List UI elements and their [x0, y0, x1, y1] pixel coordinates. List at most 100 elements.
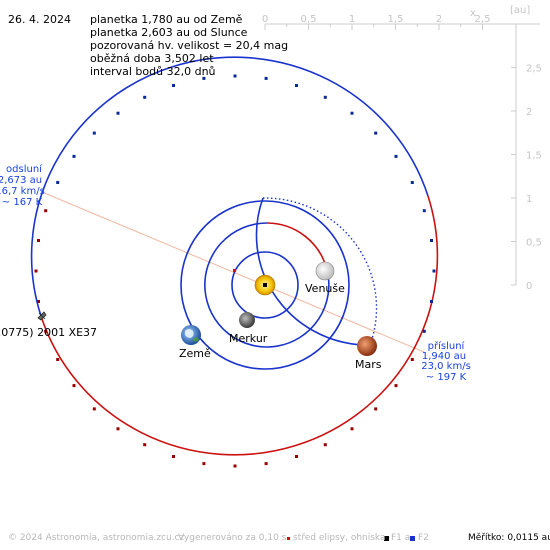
orbit-point [34, 269, 38, 273]
venus-label: Venuše [305, 282, 345, 295]
info-line: planetka 1,780 au od Země [90, 13, 243, 26]
y-tick-label: 2,5 [526, 64, 542, 75]
orbit-point [92, 407, 96, 411]
orbit-point [394, 154, 398, 158]
orbit-point [233, 74, 237, 78]
orbit-point [374, 131, 378, 135]
x-tick-label: 1,5 [388, 14, 404, 25]
legend-f2-marker [410, 536, 415, 541]
asteroid-orbit-above [30, 56, 429, 317]
orbit-point [323, 443, 327, 447]
orbit-point [323, 95, 327, 99]
x-tick-label: 0,5 [301, 14, 317, 25]
perihelion-distance: 1,940 au [422, 351, 466, 362]
x-tick-label: 2 [436, 14, 442, 25]
orbit-point [143, 443, 147, 447]
venus-orbit-below [266, 222, 328, 271]
mars-label: Mars [355, 358, 382, 371]
orbit-point [264, 76, 268, 80]
orbit-point [422, 329, 426, 333]
venus-orbit-above [204, 222, 330, 348]
legend-center-label: střed elipsy, ohniska [293, 533, 386, 543]
orbit-point [350, 427, 354, 431]
sun [254, 274, 276, 296]
orbit-point [37, 300, 40, 303]
orbit-point [72, 154, 76, 158]
x-tick-label: 0 [262, 14, 268, 25]
legend-f2-label: F2 [418, 533, 429, 543]
aphelion-temperature: ~ 167 K [2, 197, 43, 208]
mercury-label: Merkur [229, 332, 268, 345]
orbit-point [410, 181, 414, 184]
orbit-point [37, 239, 40, 242]
orbit-points [34, 74, 436, 468]
perihelion-title: přísluní [428, 340, 466, 352]
mars: Mars [355, 336, 382, 371]
orbit-point [394, 384, 398, 388]
earth: Země [179, 325, 211, 360]
earth-orbit [180, 200, 350, 370]
aphelion-title: odsluní [6, 163, 43, 175]
y-tick-label: 2 [526, 107, 532, 118]
orbit-point [233, 464, 237, 468]
mercury-icon [239, 312, 255, 328]
orbit-point [56, 181, 60, 184]
orbit-point [72, 384, 76, 388]
orbit-point [430, 300, 433, 303]
orbit-point [432, 269, 436, 273]
orbit-point [295, 455, 298, 458]
perihelion-temperature: ~ 197 K [426, 372, 467, 383]
copyright-text: © 2024 Astronomia, astronomia.zcu.cz [8, 533, 185, 543]
orbit-point [92, 131, 96, 135]
legend-f1-label: F1 a [391, 533, 411, 543]
y-tick-label: 0 [526, 281, 532, 292]
x-tick-label: 2,5 [475, 14, 491, 25]
perihelion-speed: 23,0 km/s [421, 361, 471, 372]
orbit-point [172, 455, 175, 458]
date-label: 26. 4. 2024 [8, 13, 71, 26]
earth-label: Země [179, 347, 211, 360]
orbit-point [202, 76, 206, 80]
asteroid-label: (20775) 2001 XE37 [0, 326, 97, 339]
venus: Venuše [305, 261, 345, 295]
scale-label: Měřítko: 0,0115 au/bod [468, 533, 550, 543]
orbit-point [172, 84, 175, 87]
orbit-point [430, 239, 433, 242]
venus-icon [315, 261, 335, 281]
legend-center-marker [287, 537, 290, 540]
orbit-point [44, 329, 48, 333]
orbit-point [350, 111, 354, 115]
asteroid: (20775) 2001 XE37 [0, 311, 97, 339]
orbit-point [56, 358, 60, 361]
orbit-point [116, 111, 120, 115]
x-tick-label: 1 [349, 14, 355, 25]
focus-f1-marker [263, 283, 267, 287]
orbit-point [422, 209, 426, 213]
generated-text: Vygenerováno za 0,10 s [178, 533, 287, 543]
orbit-point [116, 427, 120, 431]
legend-f1-marker [384, 536, 389, 541]
info-line: oběžná doba 3,502 let [90, 52, 214, 65]
info-line: pozorovaná hv. velikost = 20,4 mag [90, 39, 289, 52]
aphelion-distance: 2,673 au [0, 175, 42, 186]
y-tick-label: 1,5 [526, 151, 542, 162]
orbit-point [410, 358, 414, 361]
perihelion-annotation: přísluní 1,940 au 23,0 km/s ~ 197 K [421, 340, 471, 383]
orbit-point [143, 95, 147, 99]
mercury-orbit [231, 251, 299, 319]
mars-orbit-solid [255, 197, 371, 346]
info-line: interval bodů 32,0 dnů [90, 65, 216, 78]
orbit-point [295, 84, 298, 87]
mercury: Merkur [229, 312, 268, 345]
asteroid-orbit-below [40, 195, 439, 456]
mars-icon [357, 336, 377, 356]
y-axis: 2,521,510,50 [511, 24, 542, 292]
x-axis-label: x [470, 8, 476, 19]
orbit-point [374, 407, 378, 411]
info-line: planetka 2,603 au od Slunce [90, 26, 248, 39]
y-tick-label: 1 [526, 194, 532, 205]
orbit-point [264, 462, 268, 466]
orbit-point [44, 209, 48, 213]
